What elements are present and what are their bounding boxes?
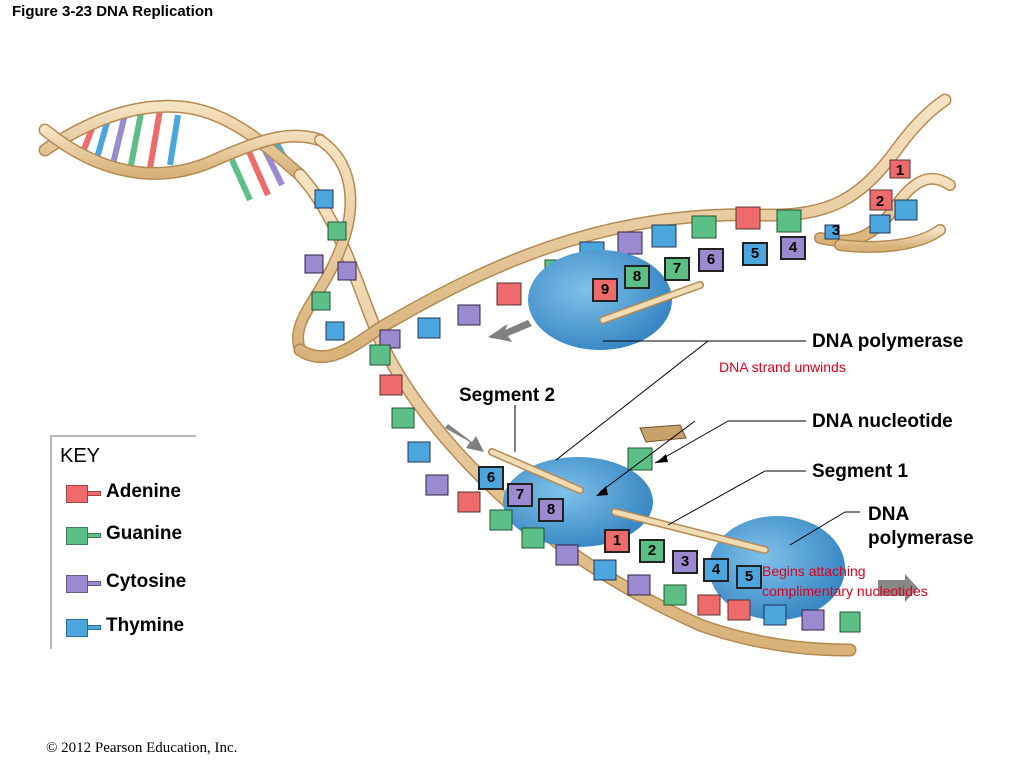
key-label-adenine: Adenine [106, 481, 181, 502]
helix-nucleotides-left [304, 189, 357, 341]
nucleotide-key: KEY Adenine Guanine Cytosine Thymine [50, 435, 196, 649]
adenine-tab-icon [87, 491, 101, 496]
key-label-thymine: Thymine [106, 615, 185, 636]
label-dna-polymerase-bottom-line1: DNA [868, 504, 910, 525]
new-strand-segments [488, 448, 769, 554]
cytosine-swatch-icon [66, 575, 88, 593]
nucleotide-number: 8 [538, 498, 564, 522]
nucleotide-number: 6 [478, 466, 504, 490]
label-begins-attaching-line1: Begins attaching [762, 563, 866, 579]
copyright-notice: © 2012 Pearson Education, Inc. [46, 740, 238, 756]
right-helix-nucleotides [869, 159, 918, 234]
label-segment-1: Segment 1 [812, 461, 909, 482]
label-segment-2: Segment 2 [459, 385, 556, 406]
bottom-template-nucleotides [425, 474, 861, 633]
figure-title: Figure 3-23 DNA Replication [12, 3, 214, 20]
pointer-arrowhead-nucleotide [656, 454, 668, 463]
top-new-strand [599, 281, 704, 324]
nucleotide-number: 9 [592, 278, 618, 302]
key-label-guanine: Guanine [106, 523, 183, 544]
top-template-nucleotides [369, 206, 840, 463]
guanine-swatch-icon [66, 527, 88, 545]
nucleotide-number: 4 [780, 236, 806, 260]
nucleotide-number: 2 [639, 539, 665, 563]
nucleotide-number: 7 [664, 257, 690, 281]
nucleotide-number: 3 [831, 222, 841, 239]
nucleotide-number: 5 [736, 565, 762, 589]
nucleotide-number: 4 [703, 558, 729, 582]
leader-lines [514, 340, 860, 546]
dna-polymerase-middle [503, 457, 653, 547]
key-label-cytosine: Cytosine [106, 571, 187, 592]
key-title: KEY [60, 445, 101, 467]
label-dna-polymerase-top: DNA polymerase [812, 331, 964, 352]
guanine-tab-icon [87, 533, 101, 538]
pointer-arrowhead [596, 486, 608, 496]
nucleotide-number: 8 [624, 265, 650, 289]
direction-arrows [445, 320, 532, 452]
adenine-swatch-icon [66, 485, 88, 503]
label-dna-strand-unwinds: DNA strand unwinds [719, 359, 846, 375]
label-dna-polymerase-bottom-line2: polymerase [868, 528, 974, 549]
nucleotide-number: 7 [507, 483, 533, 507]
nucleotide-number: 5 [742, 242, 768, 266]
thymine-swatch-icon [66, 619, 88, 637]
nucleotide-number: 2 [875, 193, 885, 210]
direction-arrow-right [878, 574, 918, 602]
dna-backbone [38, 93, 956, 657]
label-begins-attaching-line2: complimentary nucleotides [762, 583, 928, 599]
nucleotide-number: 3 [672, 550, 698, 574]
free-dna-nucleotide [627, 424, 687, 471]
nucleotide-number: 1 [895, 162, 905, 179]
nucleotide-number: 1 [604, 529, 630, 553]
label-dna-nucleotide: DNA nucleotide [812, 411, 953, 432]
nucleotide-number: 6 [698, 248, 724, 272]
thymine-tab-icon [87, 625, 101, 630]
cytosine-tab-icon [87, 581, 101, 586]
